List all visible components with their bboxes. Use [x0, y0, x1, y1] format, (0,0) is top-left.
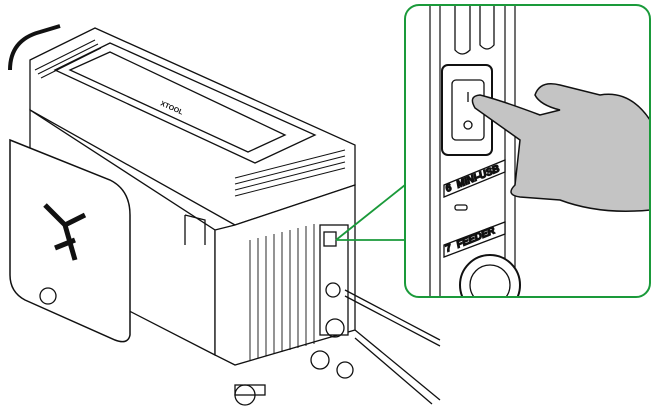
- wheels: [39, 287, 354, 406]
- mini-usb-port: [454, 204, 468, 211]
- cable: [354, 329, 441, 405]
- side-fins: [249, 224, 315, 360]
- cable: [344, 289, 441, 347]
- port-7-number: 7: [444, 242, 454, 254]
- screen-panel: [68, 51, 287, 153]
- feeder-connector: [459, 254, 521, 296]
- logo-mark: [43, 203, 87, 261]
- callout-leader: [335, 184, 406, 241]
- welder-machine: [8, 24, 441, 406]
- cooling-fins: [34, 39, 346, 197]
- callout-detail: 6 MINI-USB 7 FEEDER: [404, 4, 651, 298]
- hand-icon: [471, 83, 649, 212]
- port-6-number: 6: [444, 182, 454, 194]
